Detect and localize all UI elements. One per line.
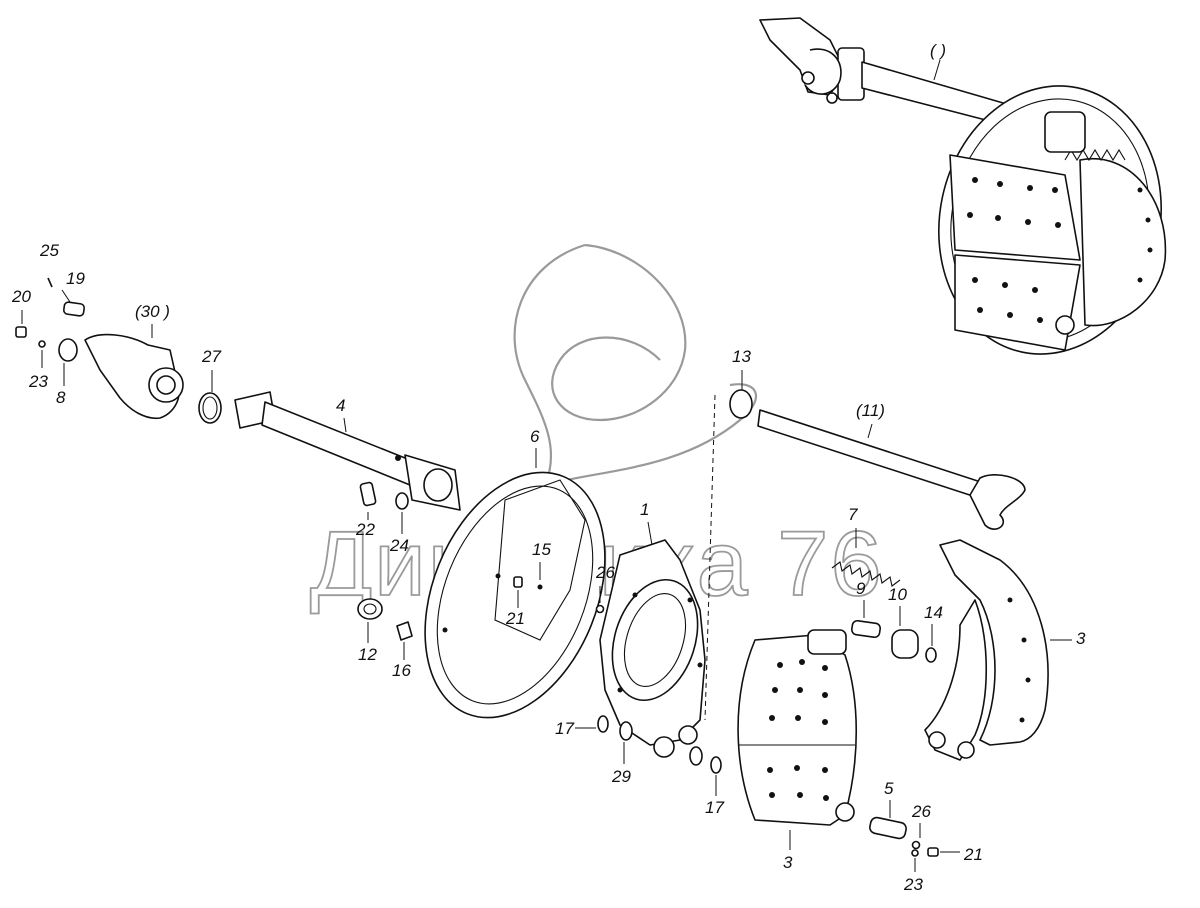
callout-12: 12 (358, 645, 377, 664)
callout-26-right: 26 (911, 802, 931, 821)
callout-4: 4 (336, 396, 345, 415)
callout-5: 5 (884, 779, 894, 798)
callout-17-right: 17 (705, 798, 724, 817)
left-brake-shoe (597, 629, 939, 857)
camshaft (704, 389, 1026, 721)
callout-23-right: 23 (903, 875, 923, 894)
callout-11: (11) (856, 401, 885, 420)
callout-16: 16 (392, 661, 411, 680)
callout-22: 22 (355, 520, 375, 539)
callout-21-right: 21 (963, 845, 983, 864)
callout-26-center: 26 (595, 563, 615, 582)
callout-1: 1 (640, 500, 649, 519)
callout-20: 20 (11, 287, 31, 306)
left-small-parts (15, 277, 222, 424)
callout-24: 24 (389, 536, 409, 555)
callout-9: 9 (856, 579, 866, 598)
callout-19: 19 (66, 269, 85, 288)
assembled-brake (759, 17, 1167, 355)
callout-29: 29 (611, 767, 631, 786)
callout-23-left: 23 (28, 372, 48, 391)
callout-8: 8 (56, 388, 66, 407)
callout-21-center: 21 (505, 609, 525, 628)
callout-27: 27 (201, 347, 221, 366)
dust-shield (424, 471, 606, 719)
callout-assembly: ( ) (930, 41, 946, 60)
callout-30: (30 ) (135, 302, 170, 321)
camshaft-housing (234, 391, 461, 641)
callout-17-left: 17 (555, 719, 574, 738)
callout-15: 15 (532, 540, 551, 559)
callout-10: 10 (888, 585, 907, 604)
right-brake-shoe (924, 539, 1049, 761)
callout-7: 7 (848, 505, 858, 524)
callout-6: 6 (530, 427, 540, 446)
brake-bracket (595, 539, 706, 758)
callout-14: 14 (924, 603, 943, 622)
watermark-logo (513, 243, 758, 487)
callout-3-right: 3 (1076, 629, 1086, 648)
callout-13: 13 (732, 347, 751, 366)
callout-3-bottom: 3 (783, 853, 793, 872)
callout-25: 25 (39, 241, 59, 260)
